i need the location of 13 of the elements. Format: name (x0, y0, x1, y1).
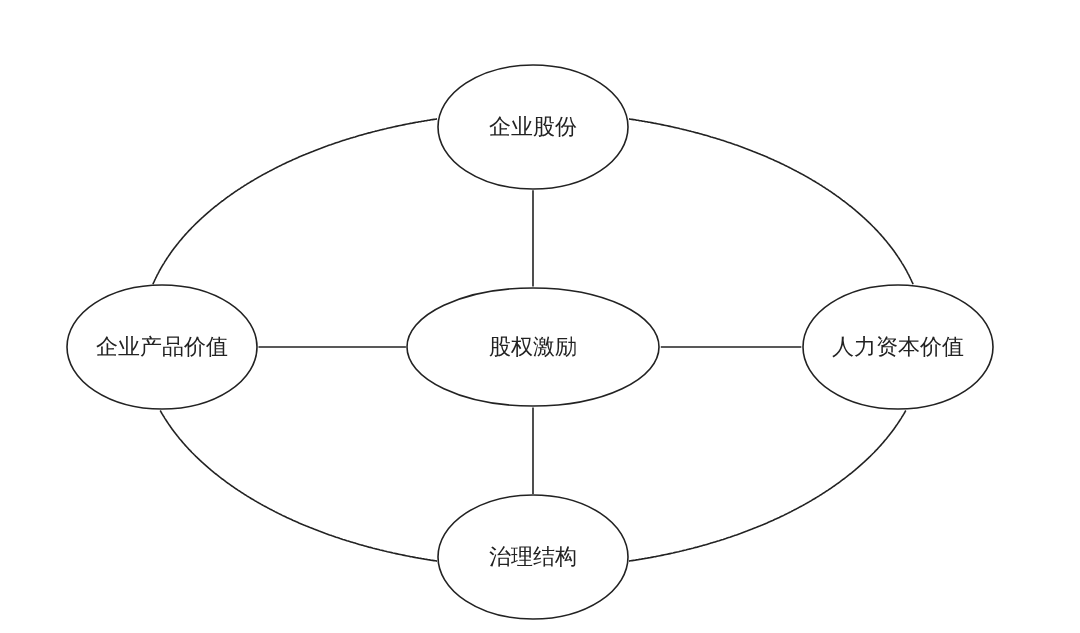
ellipse-node: 企业产品价值 (66, 284, 258, 410)
connector-line (532, 189, 534, 288)
ellipse-node: 人力资本价值 (802, 284, 994, 410)
ellipse-node: 股权激励 (406, 287, 660, 407)
connector-line (660, 346, 803, 348)
ring-arc (628, 118, 914, 285)
connector-line (532, 406, 534, 495)
ellipse-node: 治理结构 (437, 494, 629, 620)
ellipse-node: 企业股份 (437, 64, 629, 190)
connector-line (257, 346, 407, 348)
ring-arc (628, 409, 907, 562)
ring-arc (152, 118, 438, 285)
ring-arc (159, 409, 438, 562)
